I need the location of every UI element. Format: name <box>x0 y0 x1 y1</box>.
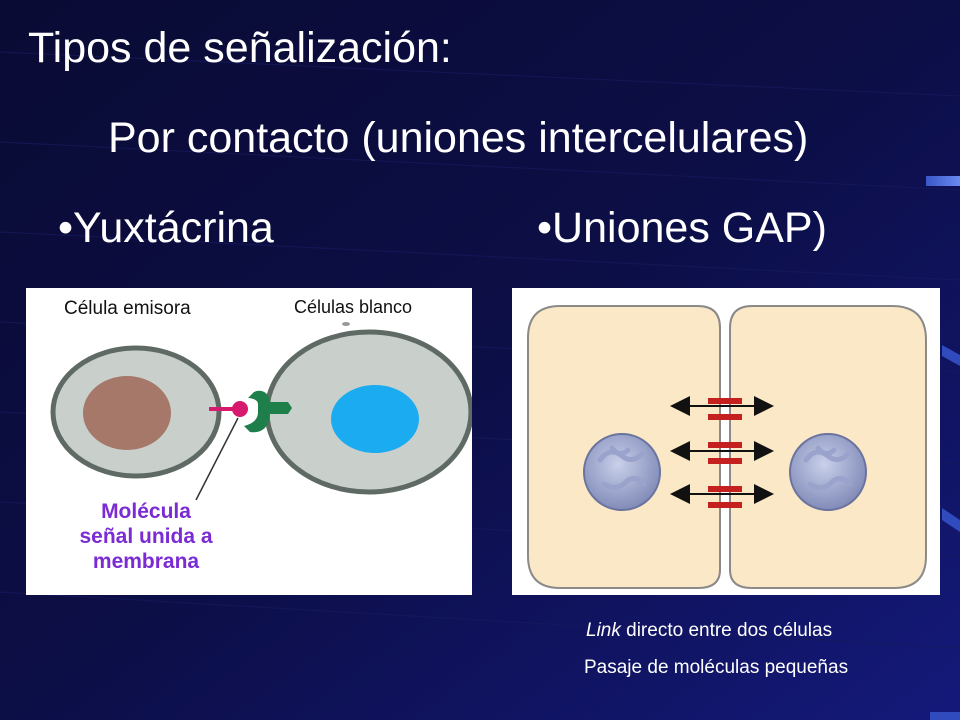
caption-small-molecules: Pasaje de moléculas pequeñas <box>584 657 849 678</box>
gap-junction-illustration <box>527 305 927 589</box>
gap-junction-figure <box>512 288 940 595</box>
pointer-line <box>195 417 239 501</box>
receptor-icon <box>244 390 292 433</box>
caption-direct-link: Link directo entre dos células <box>586 620 833 641</box>
ligand-icon <box>232 401 248 417</box>
label-sender-cell: Célula emisora <box>60 298 195 320</box>
bullet-gap-junctions: •Uniones GAP) <box>537 204 827 252</box>
bullet-juxtacrine: •Yuxtácrina <box>58 204 274 252</box>
juxtacrine-figure: Célula emisora Células blanco Molécula s… <box>26 288 472 595</box>
label-target-cells: Células blanco <box>294 297 413 317</box>
target-nucleus <box>331 385 419 453</box>
right-nucleus <box>789 433 867 511</box>
slide-subtitle: Por contacto (uniones intercelulares) <box>108 114 809 162</box>
left-nucleus <box>583 433 661 511</box>
label-membrane-signal-molecule: Molécula señal unida a membrana <box>79 500 213 573</box>
exchange-arrows <box>670 396 774 504</box>
juxtacrine-illustration <box>50 322 472 501</box>
slide-title: Tipos de señalización: <box>28 24 452 72</box>
sender-nucleus <box>83 376 171 450</box>
